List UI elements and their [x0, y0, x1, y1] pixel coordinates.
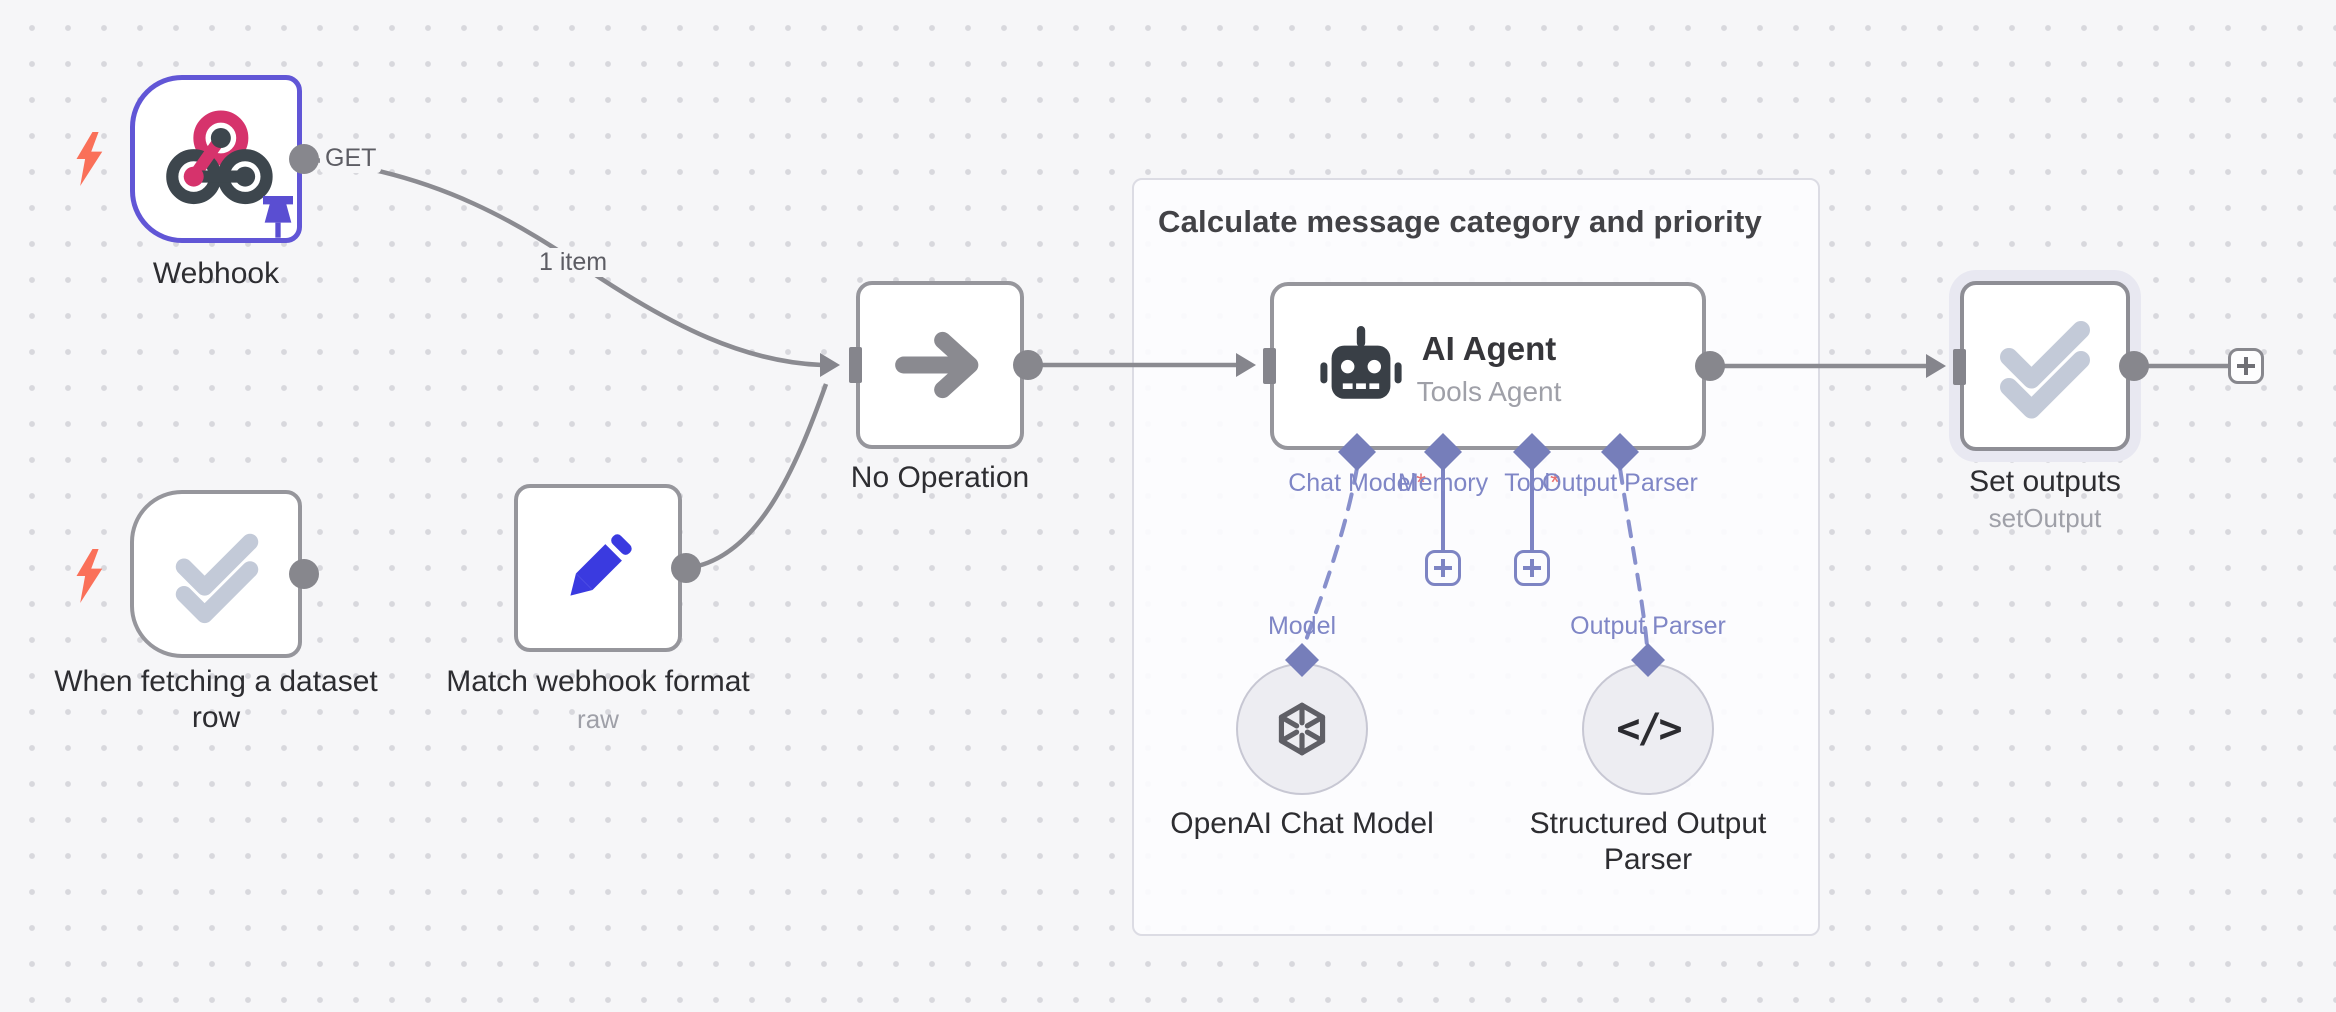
dataset-trigger-label-line2: row: [191, 701, 241, 734]
robot-icon: [1320, 326, 1402, 399]
parser-label-line2: Parser: [1603, 843, 1693, 876]
webhook-output-endpoint[interactable]: [289, 144, 319, 174]
webhook-node-label: Webhook: [152, 257, 280, 290]
no-operation-label: No Operation: [850, 461, 1030, 494]
group-title[interactable]: Calculate message category and priority: [1158, 204, 1762, 239]
openai-port-label: Model: [1267, 612, 1337, 640]
noop-input-endpoint[interactable]: [820, 347, 862, 383]
match-output-endpoint[interactable]: [671, 553, 701, 583]
dataset-trigger-output-endpoint[interactable]: [289, 559, 319, 589]
openai-logo-icon: [1278, 702, 1326, 756]
pencil-icon: [570, 534, 632, 596]
set-outputs-check-icon: [2000, 321, 2090, 419]
match-webhook-format-subtitle: raw: [577, 704, 619, 734]
dataset-trigger-lightning-icon: [76, 549, 103, 603]
add-memory-button[interactable]: [1425, 550, 1461, 586]
match-webhook-format-label: Match webhook format: [446, 665, 750, 698]
ai-agent-text: AI Agent Tools Agent: [1404, 330, 1574, 408]
port-label-tool: Tool*: [1504, 469, 1560, 497]
double-check-icon: [175, 533, 259, 624]
setoutputs-input-endpoint[interactable]: [1926, 349, 1966, 385]
pin-icon[interactable]: [258, 194, 298, 238]
set-outputs-subtitle: setOutput: [1988, 503, 2102, 533]
webhook-icon: [166, 110, 273, 205]
tool-port-diamond[interactable]: [1513, 433, 1551, 471]
structured-output-parser-label: Structured Output Parser: [1498, 806, 1798, 878]
edge-outputparser-to-parser[interactable]: [1618, 466, 1649, 648]
ai-agent-node[interactable]: [1270, 282, 1706, 450]
dataset-trigger-label: When fetching a dataset row: [16, 664, 416, 736]
openai-input-diamond[interactable]: [1285, 643, 1319, 677]
ai-agent-title: AI Agent: [1421, 330, 1557, 367]
arrow-right-icon: [895, 331, 979, 399]
ai-agent-subtitle: Tools Agent: [1416, 376, 1562, 407]
memory-port-diamond[interactable]: [1424, 433, 1462, 471]
webhook-output-label: GET: [320, 144, 382, 173]
chat-model-port-diamond[interactable]: [1338, 433, 1376, 471]
agent-output-endpoint[interactable]: [1695, 351, 1725, 381]
structured-output-parser-node[interactable]: </>: [1582, 663, 1714, 795]
output-parser-port-diamond[interactable]: [1601, 433, 1639, 471]
port-label-memory: Memory: [1397, 469, 1489, 497]
code-icon: </>: [1616, 706, 1682, 752]
parser-port-label: Output Parser: [1570, 612, 1726, 640]
agent-input-endpoint[interactable]: [1236, 348, 1276, 384]
noop-output-endpoint[interactable]: [1013, 350, 1043, 380]
parser-label-line1: Structured Output: [1529, 807, 1767, 840]
edge-items-label: 1 item: [534, 248, 613, 277]
port-label-output-parser: Output Parser: [1542, 469, 1698, 497]
add-tool-button[interactable]: [1514, 550, 1550, 586]
setoutputs-output-endpoint[interactable]: [2119, 351, 2149, 381]
openai-chat-model-label: OpenAI Chat Model: [1170, 807, 1434, 840]
set-outputs-label: Set outputs: [1969, 465, 2121, 498]
dataset-trigger-label-line1: When fetching a dataset: [54, 665, 378, 698]
edge-match-to-noop[interactable]: [687, 383, 829, 571]
edge-chatmodel-to-openai[interactable]: [1302, 466, 1359, 648]
add-node-button[interactable]: [2228, 348, 2264, 384]
webhook-trigger-lightning-icon: [76, 132, 103, 186]
openai-chat-model-node[interactable]: [1236, 663, 1368, 795]
parser-input-diamond[interactable]: [1631, 643, 1665, 677]
port-label-chat-model: Chat Model*: [1288, 469, 1426, 497]
